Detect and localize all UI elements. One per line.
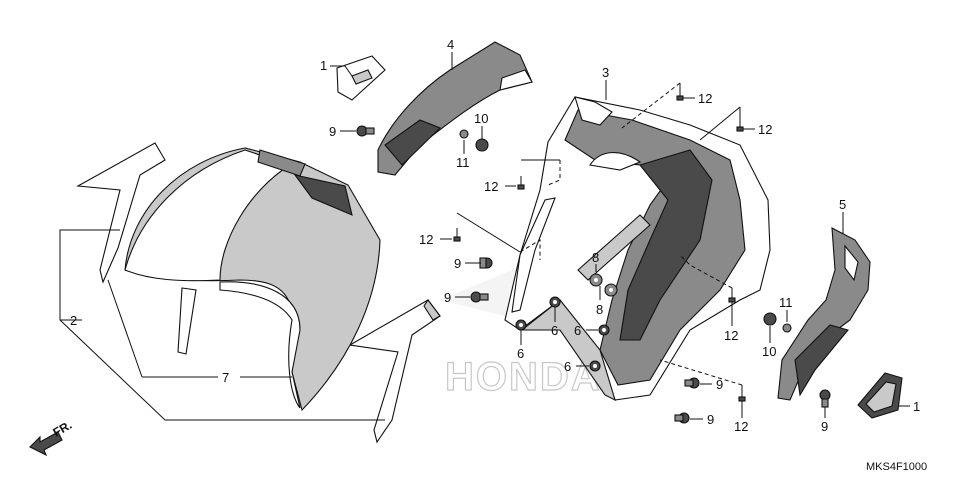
bolt-9-a <box>356 125 375 137</box>
callout-12-b: 12 <box>758 122 772 137</box>
watermark-text: HONDA <box>445 355 602 399</box>
callout-1-right: 1 <box>913 399 920 414</box>
collar-11-b <box>782 323 792 333</box>
callout-12-e: 12 <box>724 328 738 343</box>
callout-labels: 1 1 2 3 4 5 6 6 6 6 7 8 8 9 9 9 9 9 9 10… <box>70 37 920 434</box>
callout-10-right: 10 <box>762 344 776 359</box>
callout-9-f: 9 <box>821 419 828 434</box>
bolt-9-f <box>819 389 831 408</box>
callout-9-c: 9 <box>444 290 451 305</box>
emblem-strip-lower <box>348 299 441 444</box>
callout-6-b: 6 <box>517 346 524 361</box>
nut-6-c <box>598 324 610 336</box>
callout-2: 2 <box>70 313 77 328</box>
front-fender <box>124 147 381 412</box>
bolt-9-e <box>674 412 690 424</box>
emblem-plate-right <box>857 372 903 419</box>
callout-11-left: 11 <box>456 155 470 170</box>
callout-9-a: 9 <box>329 124 336 139</box>
bolt-9-d <box>684 377 700 389</box>
callout-7: 7 <box>222 370 229 385</box>
grommet-10-a <box>475 138 489 152</box>
callout-9-b: 9 <box>454 256 461 271</box>
callout-8-a: 8 <box>592 250 599 265</box>
callout-1-left: 1 <box>320 58 327 73</box>
callout-6-c: 6 <box>574 323 581 338</box>
callout-8-b: 8 <box>596 302 603 317</box>
callout-9-d: 9 <box>716 377 723 392</box>
hardware <box>356 83 831 424</box>
callout-5: 5 <box>839 197 846 212</box>
callout-3: 3 <box>602 65 609 80</box>
upper-cowl <box>504 96 771 402</box>
screw-12-b <box>736 118 744 132</box>
grommet-8-b <box>604 283 618 297</box>
bolt-9-c <box>470 291 489 303</box>
screw-12-f <box>738 385 746 402</box>
grommet-8-a <box>589 273 603 287</box>
emblem-plate-left <box>336 55 386 101</box>
screw-12-c <box>517 176 525 190</box>
callout-6-a: 6 <box>551 323 558 338</box>
emblem-strip-upper <box>76 142 166 284</box>
callout-11-right: 11 <box>779 295 793 310</box>
inner-cover-left <box>377 41 533 176</box>
nut-6-b <box>515 319 527 331</box>
grommet-10-b <box>763 312 777 326</box>
callout-12-f: 12 <box>734 419 748 434</box>
callout-6-d: 6 <box>564 359 571 374</box>
callout-9-e: 9 <box>707 412 714 427</box>
nut-6-d <box>589 360 601 372</box>
leader-lines <box>59 52 910 421</box>
bolt-9-b <box>479 257 493 269</box>
callout-10-left: 10 <box>474 111 488 126</box>
front-direction-arrow: FR. <box>29 418 74 457</box>
collar-11-a <box>459 129 469 139</box>
callout-12-d: 12 <box>419 232 433 247</box>
screw-12-a <box>676 83 684 101</box>
nut-6-a <box>549 296 561 308</box>
screw-12-d <box>453 228 461 242</box>
callout-4: 4 <box>447 37 454 52</box>
diagram-code: MKS4F1000 <box>866 461 927 473</box>
inner-cover-right <box>777 227 871 401</box>
callout-12-a: 12 <box>698 91 712 106</box>
callout-12-c: 12 <box>484 179 498 194</box>
